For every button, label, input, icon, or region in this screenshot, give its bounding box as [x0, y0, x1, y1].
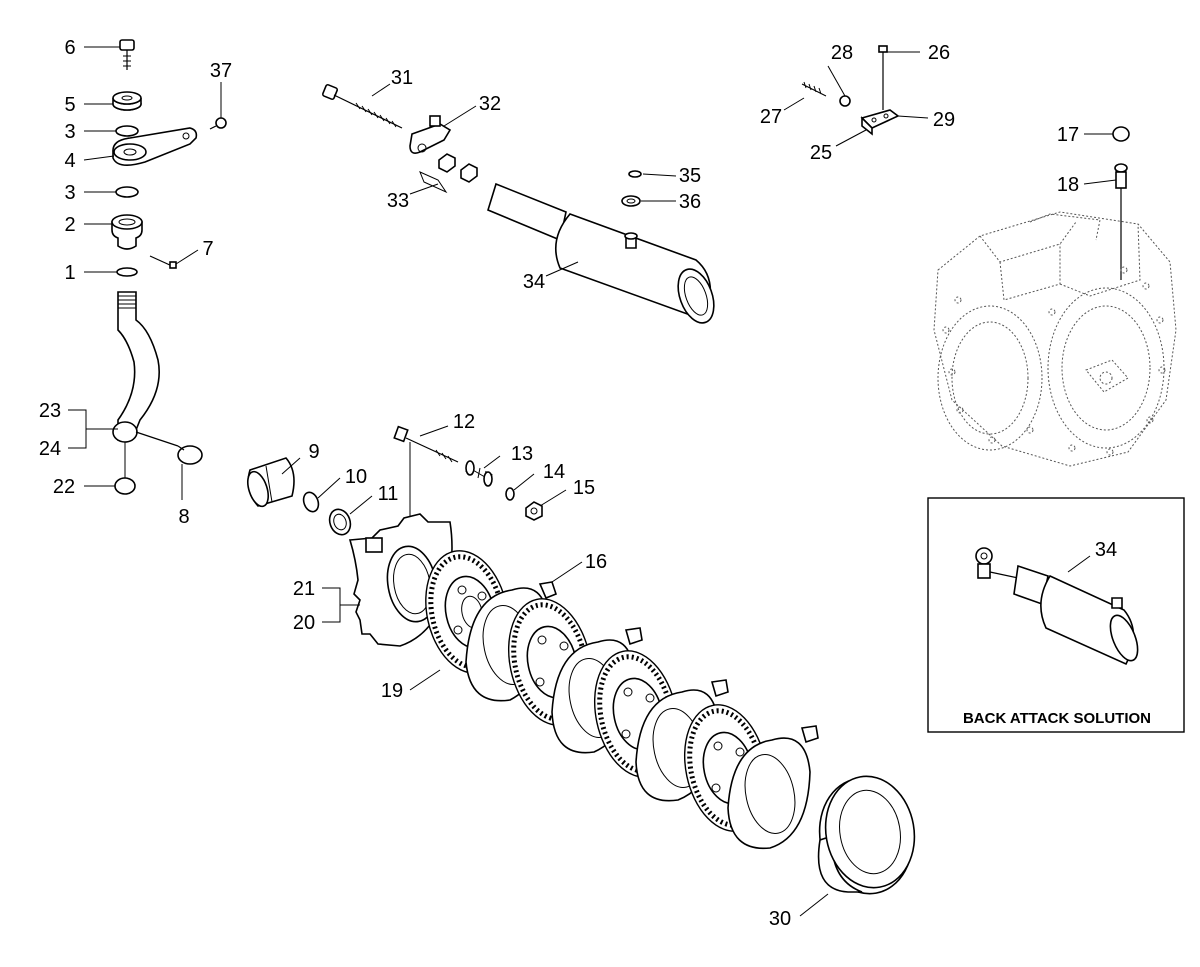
- callout-10: 10: [345, 466, 367, 488]
- part-6-bolt: [119, 39, 135, 70]
- callout-33: 33: [387, 190, 409, 212]
- callout-1: 1: [64, 262, 75, 284]
- part-22-cap: [114, 442, 136, 495]
- callout-24: 24: [39, 438, 61, 460]
- part-23-24-steering-knuckle-shaft: [112, 291, 160, 443]
- part-35-oring: [628, 170, 642, 178]
- callout-31: 31: [391, 67, 413, 89]
- callout-labels: 6 5 3 4 3 2 1 7 37 23 24 22 8 31 32 33 3…: [39, 37, 1117, 930]
- inset-back-attack-solution: BACK ATTACK SOLUTION: [927, 497, 1185, 733]
- part-15-nut: [525, 501, 543, 521]
- callout-15: 15: [573, 477, 595, 499]
- part-12-bolt: [393, 425, 459, 528]
- callout-36: 36: [679, 191, 701, 213]
- callout-22: 22: [53, 476, 75, 498]
- callout-32: 32: [479, 93, 501, 115]
- part-31-long-bolt: [321, 83, 403, 129]
- callout-27: 27: [760, 106, 782, 128]
- leader-lines: [68, 46, 1117, 917]
- callout-18: 18: [1057, 174, 1079, 196]
- callout-19: 19: [381, 680, 403, 702]
- inset-caption: BACK ATTACK SOLUTION: [963, 710, 1151, 727]
- part-18-breather: [1114, 163, 1128, 280]
- callout-21: 21: [293, 578, 315, 600]
- part-10-oring: [302, 491, 320, 513]
- callout-5: 5: [64, 94, 75, 116]
- part-3-oring-lower: [115, 186, 139, 198]
- callout-30: 30: [769, 908, 791, 930]
- callout-11: 11: [378, 483, 399, 505]
- part-28-washer: [839, 95, 851, 107]
- part-16-steel-plate-4: [727, 725, 819, 850]
- callout-37: 37: [210, 60, 232, 82]
- part-17-cap: [1112, 126, 1130, 142]
- part-25-29-plate: [860, 109, 900, 136]
- part-27-spring: [801, 81, 827, 97]
- part-2-bushing: [111, 214, 143, 250]
- callout-14: 14: [543, 461, 565, 483]
- part-5-washer: [112, 91, 142, 111]
- axle-housing: [933, 211, 1177, 467]
- callout-3-lower: 3: [64, 182, 75, 204]
- part-14-washer: [505, 487, 515, 501]
- callout-4: 4: [64, 150, 75, 172]
- part-7-screw: [149, 255, 177, 269]
- callout-20: 20: [293, 612, 315, 634]
- callout-16: 16: [585, 551, 607, 573]
- callout-inset-34: 34: [1095, 539, 1117, 561]
- part-30-seal-ring: [817, 775, 916, 895]
- callout-9: 9: [308, 441, 319, 463]
- part-34-cylinder: [487, 182, 715, 324]
- callout-2: 2: [64, 214, 75, 236]
- callout-26: 26: [928, 42, 950, 64]
- part-32-bracket: [409, 115, 452, 154]
- callout-35: 35: [679, 165, 701, 187]
- callout-25: 25: [810, 142, 832, 164]
- callout-34: 34: [523, 271, 545, 293]
- inset-cylinder-34: [975, 547, 1139, 666]
- callout-28: 28: [831, 42, 853, 64]
- callout-23: 23: [39, 400, 61, 422]
- callout-3-upper: 3: [64, 121, 75, 143]
- callout-6: 6: [64, 37, 75, 59]
- callout-12: 12: [453, 411, 475, 433]
- part-11-ring: [328, 508, 352, 536]
- part-37-grease-fitting: [209, 117, 227, 130]
- part-13-spring: [465, 460, 493, 487]
- part-36-seal: [621, 195, 641, 207]
- part-9-sleeve: [246, 457, 295, 508]
- part-1-oring: [116, 267, 138, 277]
- part-3-oring-upper: [115, 125, 139, 137]
- part-8-pin: [135, 431, 203, 465]
- part-26-screw: [878, 45, 888, 110]
- part-4-steering-arm: [112, 127, 198, 166]
- callout-13: 13: [511, 443, 533, 465]
- callout-7: 7: [202, 238, 213, 260]
- callout-8: 8: [178, 506, 189, 528]
- callout-29: 29: [933, 109, 955, 131]
- part-33-nut-washer: [438, 153, 478, 183]
- callout-17: 17: [1057, 124, 1079, 146]
